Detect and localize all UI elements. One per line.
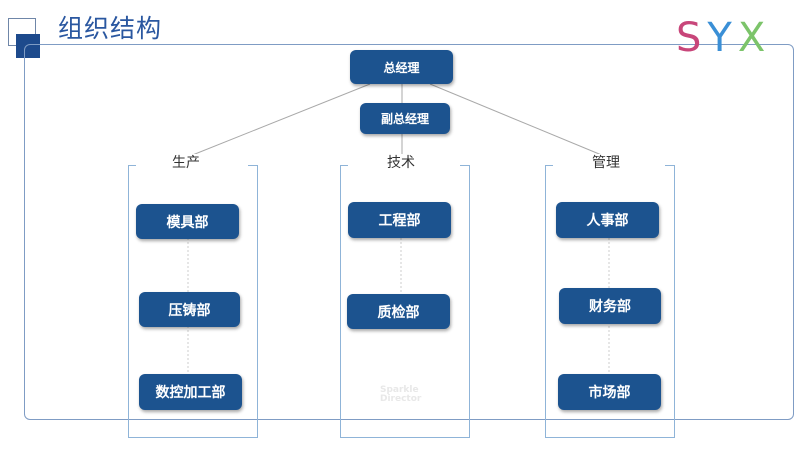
technical-bracket bbox=[340, 165, 470, 438]
node-die-casting-dept[interactable]: 压铸部 bbox=[139, 292, 240, 327]
technical-bracket-tick-right bbox=[460, 165, 469, 166]
connector-top-to-management bbox=[429, 83, 605, 157]
management-bracket-tick-left bbox=[545, 165, 553, 166]
node-finance-dept[interactable]: 财务部 bbox=[559, 288, 661, 324]
node-hr-dept[interactable]: 人事部 bbox=[556, 202, 659, 238]
dept-label-technical: 技术 bbox=[381, 154, 421, 172]
logo-letter-s: S bbox=[676, 15, 708, 61]
management-bracket bbox=[545, 165, 675, 438]
page-title: 组织结构 bbox=[58, 14, 163, 43]
watermark-line-2: Director bbox=[380, 394, 422, 404]
node-deputy-general-manager[interactable]: 副总经理 bbox=[360, 103, 450, 134]
logo-letter-y: Y bbox=[707, 15, 738, 61]
production-bracket bbox=[128, 165, 258, 438]
dept-label-production: 生产 bbox=[166, 154, 206, 172]
content-frame bbox=[24, 44, 794, 420]
node-general-manager[interactable]: 总经理 bbox=[350, 50, 453, 84]
node-mold-dept[interactable]: 模具部 bbox=[136, 204, 239, 239]
management-bracket-tick-right bbox=[665, 165, 674, 166]
node-marketing-dept[interactable]: 市场部 bbox=[558, 374, 661, 410]
node-cnc-machining-dept[interactable]: 数控加工部 bbox=[139, 374, 242, 410]
node-quality-inspection-dept[interactable]: 质检部 bbox=[347, 294, 450, 329]
production-bracket-tick-left bbox=[128, 165, 136, 166]
watermark-logo: Sparkle Director bbox=[380, 386, 421, 404]
production-bracket-tick-right bbox=[248, 165, 257, 166]
watermark-line-1: Sparkle bbox=[380, 385, 419, 395]
logo-letter-x: X bbox=[737, 15, 772, 61]
node-engineering-dept[interactable]: 工程部 bbox=[348, 202, 451, 238]
syx-logo: SYX bbox=[676, 16, 771, 60]
dept-label-management: 管理 bbox=[586, 154, 626, 172]
connector-top-to-production bbox=[189, 83, 371, 157]
technical-bracket-tick-left bbox=[340, 165, 348, 166]
